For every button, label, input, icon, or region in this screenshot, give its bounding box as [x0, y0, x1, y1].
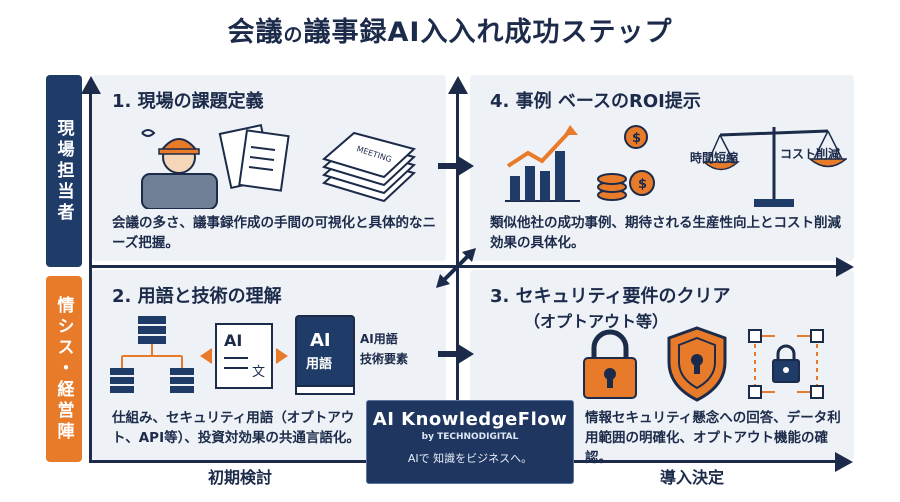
step3-title: 3. セキュリティ要件のクリア	[490, 286, 731, 307]
panel-step4: 4. 事例 ベースのROI提示 $ $ 時間短縮 コスト削減 類似他社の成功事例…	[470, 75, 854, 261]
horizontal-axis-middle-arrowhead	[836, 257, 854, 277]
vertical-axis-arrowhead	[448, 76, 468, 94]
svg-text:AI: AI	[224, 331, 242, 350]
left-axis-arrowhead	[81, 76, 101, 94]
svg-text:$: $	[632, 131, 641, 146]
step2-description: 仕組み、セキュリティ用語（オプトアウト、API等）、投資対効果の共通言語化。	[112, 410, 360, 446]
brand-badge: AI KnowledgeFlow by TECHNODIGITAL AIで 知識…	[366, 400, 574, 484]
ai-book-icon: AI 用語	[295, 315, 355, 395]
panel-step3: 3. セキュリティ要件のクリア （オプトアウト等） 情報セキュリティ懸念への回答…	[470, 270, 854, 466]
step3-subtitle: （オプトアウト等）	[524, 312, 669, 331]
left-axis	[89, 90, 92, 462]
svg-text:$: $	[638, 177, 647, 192]
bottom-axis-arrowhead	[835, 452, 853, 472]
book-label-terms: AI用語	[360, 332, 398, 346]
scale-label-time: 時間短縮	[690, 151, 739, 165]
server-network-icon	[110, 316, 194, 393]
x-axis-label-decision: 導入決定	[660, 468, 725, 487]
network-lock-icon	[748, 329, 824, 399]
scale-label-cost: コスト削減	[780, 147, 841, 161]
step4-title: 4. 事例 ベースのROI提示	[490, 91, 701, 112]
step3-description: 情報セキュリティ懸念への回答、データ利用範囲の明確化、オプトアウト機能の確認。	[585, 410, 841, 466]
vertical-axis	[456, 90, 459, 462]
flow-arrow-step2-to-step3	[438, 344, 474, 364]
horizontal-axis-middle	[92, 265, 840, 268]
panel-step2: 2. 用語と技術の理解 AI 文 AI 用語 AI用語 技術要素 仕組み、セキュ…	[92, 270, 446, 460]
coins-icon: $ $	[597, 125, 655, 201]
document-stack-icon: MEETING	[321, 131, 417, 203]
brand-name: AI KnowledgeFlow	[372, 409, 568, 430]
step1-title: 1. 現場の課題定義	[112, 91, 264, 112]
papers-icon	[218, 124, 290, 192]
page-title: 会議の議事録AI入入れ成功ステップ	[227, 17, 673, 48]
step1-description: 会議の多さ、議事録作成の手間の可視化と具体的なニーズ把握。	[112, 215, 436, 251]
brand-byline: by TECHNODIGITAL	[421, 432, 519, 442]
x-axis-label-initial: 初期検討	[208, 468, 273, 487]
side-label-field-staff: 現場担当者	[46, 75, 82, 267]
step2-title: 2. 用語と技術の理解	[112, 286, 282, 307]
growth-chart-icon	[505, 125, 580, 202]
ai-document-icon: AI 文	[200, 323, 288, 389]
step4-description: 類似他社の成功事例、期待される生産性向上とコスト削減効果の具体化。	[490, 215, 841, 251]
side-label-it-management: 情シス・経営陣	[46, 276, 82, 462]
svg-text:AI: AI	[310, 330, 331, 351]
book-label-tech: 技術要素	[360, 352, 409, 366]
svg-text:文: 文	[252, 365, 265, 380]
shield-icon	[667, 326, 727, 402]
padlock-icon	[583, 329, 637, 399]
diagonal-double-arrow	[436, 248, 476, 288]
flow-arrow-step1-to-step4	[438, 156, 474, 176]
worker-icon	[141, 129, 218, 209]
brand-tagline: AIで 知識をビジネスへ。	[407, 452, 533, 465]
svg-text:用語: 用語	[305, 356, 332, 372]
balance-scale-icon	[702, 127, 847, 207]
panel-step1: 1. 現場の課題定義 MEETING 会議の多さ、議事録作成の手間の可視化と具体…	[92, 75, 446, 261]
